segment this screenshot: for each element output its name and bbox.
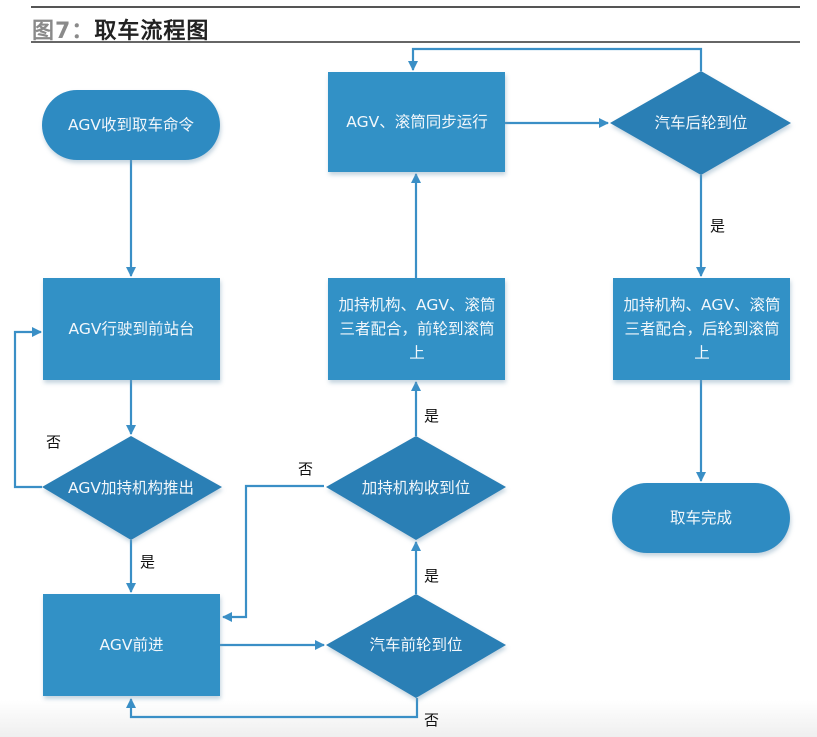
label-clamp-extended-yes: 是 xyxy=(140,553,156,571)
edge-clamp-extended-no xyxy=(13,327,42,489)
node-clamp-retracted: 加持机构收到位 xyxy=(361,478,471,497)
figure-title: 取车流程图 xyxy=(94,19,210,44)
label-clamp-extended-no: 否 xyxy=(46,433,62,451)
node-clamp-retracted-shape xyxy=(326,436,506,540)
edge-rear-wheel-loop xyxy=(408,47,703,71)
label-front-wheel-yes: 是 xyxy=(424,567,440,585)
label-rear-wheel-yes: 是 xyxy=(710,217,726,235)
edge-front-wheel-no xyxy=(126,698,419,719)
node-clamp-extended: AGV加持机构推出 xyxy=(68,478,194,497)
caption-rule xyxy=(31,41,800,43)
node-front-wheel-in-place: 汽车前轮到位 xyxy=(369,635,463,654)
node-start: AGV收到取车命令 xyxy=(68,115,194,134)
figure-label: 图7： xyxy=(32,19,95,44)
node-rear-roller-shape xyxy=(613,278,790,380)
node-front-wheel-onto-roller: 加持机构、AGV、滚筒三者配合，前轮到滚筒上 xyxy=(338,295,496,362)
node-end: 取车完成 xyxy=(669,508,732,527)
node-rear-wheel-shape xyxy=(610,71,791,175)
node-rear-wheel-in-place: 汽车后轮到位 xyxy=(654,113,748,132)
node-front-wheel-shape xyxy=(326,594,506,698)
figure-caption: 图7：取车流程图 xyxy=(32,13,209,45)
node-agv-forward: AGV前进 xyxy=(99,635,164,654)
node-drive-to-front-station: AGV行驶到前站台 xyxy=(68,319,195,338)
label-front-wheel-no: 否 xyxy=(424,711,440,729)
node-drive-shape xyxy=(43,278,220,380)
node-sync-shape xyxy=(328,72,505,172)
node-front-roller-shape xyxy=(328,278,505,380)
node-start-shape xyxy=(42,90,220,160)
label-clamp-retracted-no: 否 xyxy=(298,460,314,478)
top-rule xyxy=(31,6,800,8)
node-rear-wheel-onto-roller: 加持机构、AGV、滚筒三者配合，后轮到滚筒上 xyxy=(623,295,781,362)
node-end-shape xyxy=(612,483,790,553)
node-clamp-extended-shape xyxy=(42,436,222,540)
label-clamp-retracted-yes: 是 xyxy=(424,407,440,425)
node-forward-shape xyxy=(43,594,220,696)
edge-clamp-retracted-no xyxy=(222,484,324,622)
node-sync-run: AGV、滚筒同步运行 xyxy=(346,112,488,131)
